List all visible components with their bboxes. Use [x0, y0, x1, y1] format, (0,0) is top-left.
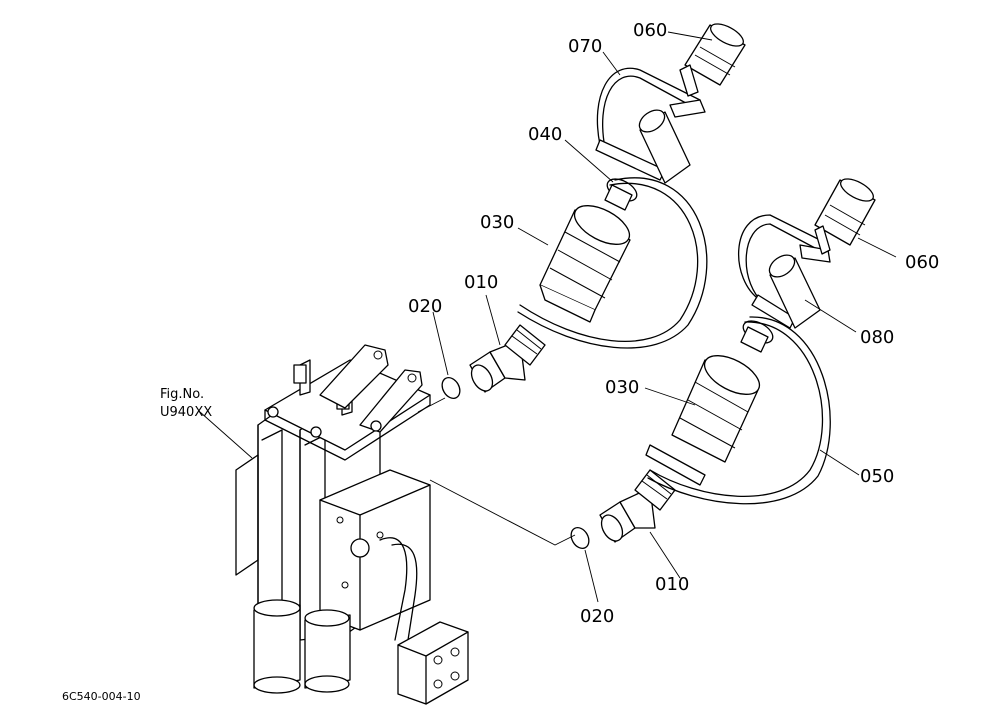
callout-010-top: 010 — [464, 272, 498, 293]
callout-070: 070 — [568, 36, 602, 57]
o-ring-020-top — [441, 377, 461, 399]
control-valve-assembly — [235, 344, 469, 705]
dust-cap-040-right — [740, 320, 774, 353]
o-ring-020-bottom — [570, 527, 590, 549]
nipple-060-right — [814, 178, 876, 255]
callout-010-bottom: 010 — [655, 574, 689, 595]
fig-ref-line2: U940XX — [160, 405, 212, 420]
callout-060-right: 060 — [905, 252, 939, 273]
drawing-number: 6C540-004-10 — [62, 690, 141, 703]
callout-030-right: 030 — [605, 377, 639, 398]
callout-060-top: 060 — [633, 20, 667, 41]
fig-ref-line1: Fig.No. — [160, 387, 204, 402]
plug-080-top — [638, 109, 691, 184]
nipple-060-top — [679, 23, 746, 97]
upper-assembly-axis — [417, 397, 446, 413]
plug-080-right — [768, 254, 821, 329]
strap-050-left — [519, 182, 699, 343]
callout-080: 080 — [860, 327, 894, 348]
coupler-030-left — [539, 205, 631, 323]
callout-030-left: 030 — [480, 212, 514, 233]
callout-040: 040 — [528, 124, 562, 145]
bracket-070 — [595, 67, 706, 181]
leader-lines — [199, 31, 897, 603]
elbow-fitting-010-top — [469, 324, 546, 393]
lower-assembly-axis — [429, 479, 576, 546]
dust-cap-040-left — [604, 178, 638, 211]
callout-050: 050 — [860, 466, 894, 487]
coupler-030-right — [645, 355, 761, 486]
callout-020-top: 020 — [408, 296, 442, 317]
callout-020-bottom: 020 — [580, 606, 614, 627]
strap-050-right — [649, 321, 823, 497]
elbow-fitting-010-bottom — [599, 469, 676, 543]
